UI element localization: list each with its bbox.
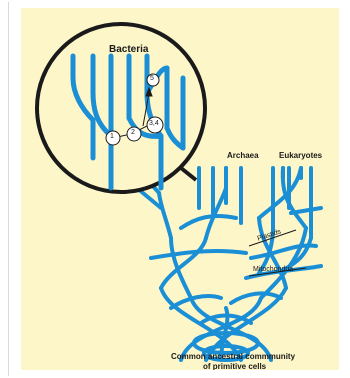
caption-line-1: Common ancestral commmunity — [171, 352, 295, 361]
node-5-label: 5 — [150, 75, 154, 82]
tree-branches — [21, 8, 339, 370]
node-34-label: 3,4 — [149, 120, 159, 127]
node-1-label: 1 — [110, 133, 114, 140]
bacteria-label: Bacteria — [109, 44, 148, 55]
node-2-label: 2 — [131, 129, 135, 136]
mitochondria-label: Mitochondria — [253, 266, 293, 273]
tree-of-life-diagram: Bacteria 1 2 3,4 5 Archaea Eukaryotes Pl… — [21, 8, 339, 370]
archaea-label: Archaea — [227, 151, 259, 160]
caption-line-2: of primitive cells — [203, 362, 266, 370]
eukaryotes-label: Eukaryotes — [279, 151, 322, 160]
image-frame: Bacteria 1 2 3,4 5 Archaea Eukaryotes Pl… — [8, 2, 343, 376]
